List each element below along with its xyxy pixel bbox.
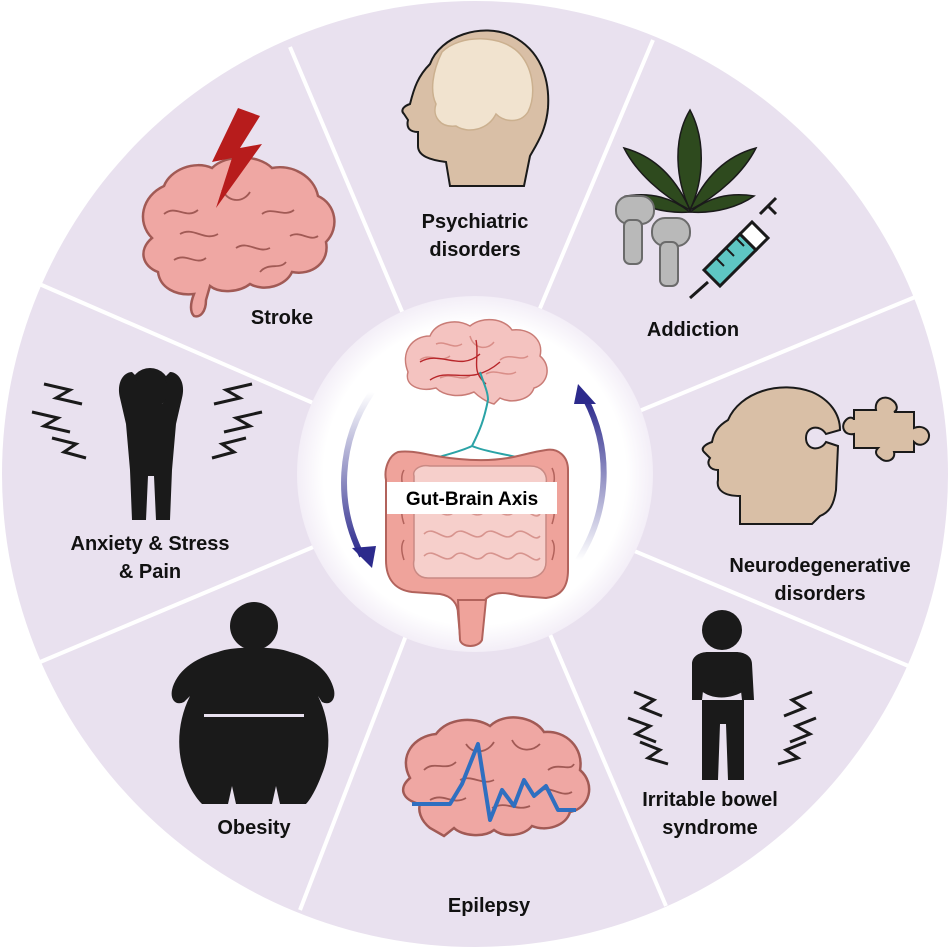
label-anxiety-line1: Anxiety & Stress bbox=[71, 533, 230, 555]
divider-line bbox=[631, 548, 919, 672]
lightning-bolt-icon bbox=[212, 108, 262, 208]
divider-line bbox=[288, 46, 414, 336]
label-epilepsy: Epilepsy bbox=[448, 895, 531, 917]
pain-bolt-icon bbox=[627, 690, 817, 766]
seizure-wave-line bbox=[412, 742, 576, 822]
down-arrowhead bbox=[352, 546, 376, 568]
head-profile-brain-icon bbox=[401, 29, 550, 187]
syringe-icon bbox=[689, 196, 778, 300]
stressed-person-icon bbox=[31, 368, 263, 520]
label-psychiatric-line2: disorders bbox=[429, 239, 520, 261]
pills-icon bbox=[615, 195, 691, 287]
up-arrowhead bbox=[574, 384, 596, 404]
center-label-box bbox=[387, 482, 557, 514]
label-ibs-line2: syndrome bbox=[662, 817, 758, 839]
up-arrow bbox=[575, 398, 607, 562]
segment-dividers bbox=[32, 39, 921, 911]
divider-line bbox=[528, 39, 655, 333]
cannabis-leaf-icon bbox=[622, 108, 758, 214]
label-psychiatric-line1: Psychiatric bbox=[422, 211, 529, 233]
divider-line bbox=[298, 619, 414, 911]
label-addiction: Addiction bbox=[647, 319, 739, 341]
center-title: Gut-Brain Axis bbox=[406, 489, 538, 510]
label-obesity: Obesity bbox=[217, 817, 291, 839]
brain-seizure-wave-icon bbox=[401, 716, 591, 838]
stress-bolt-icon bbox=[31, 382, 263, 460]
obese-person-icon bbox=[171, 602, 335, 804]
brain-lightning-icon bbox=[141, 108, 336, 318]
label-stroke: Stroke bbox=[251, 307, 313, 329]
cycle-arrows bbox=[341, 384, 607, 568]
person-stomach-pain-icon bbox=[627, 610, 817, 780]
divider-line bbox=[541, 617, 668, 907]
divider-line bbox=[631, 293, 921, 416]
puzzle-piece-icon bbox=[842, 396, 930, 462]
label-ibs-line1: Irritable bowel bbox=[642, 789, 778, 811]
down-arrow bbox=[341, 390, 375, 558]
head-puzzle-icon bbox=[701, 386, 930, 525]
cannabis-pills-syringe-icon bbox=[615, 108, 778, 300]
divider-line bbox=[32, 543, 319, 667]
center-brain-icon bbox=[404, 318, 548, 461]
label-anxiety-line2: & Pain bbox=[119, 561, 181, 583]
divider-line bbox=[36, 281, 321, 408]
label-neurodegenerative-line1: Neurodegenerative bbox=[729, 555, 910, 577]
label-neurodegenerative-line2: disorders bbox=[774, 583, 865, 605]
